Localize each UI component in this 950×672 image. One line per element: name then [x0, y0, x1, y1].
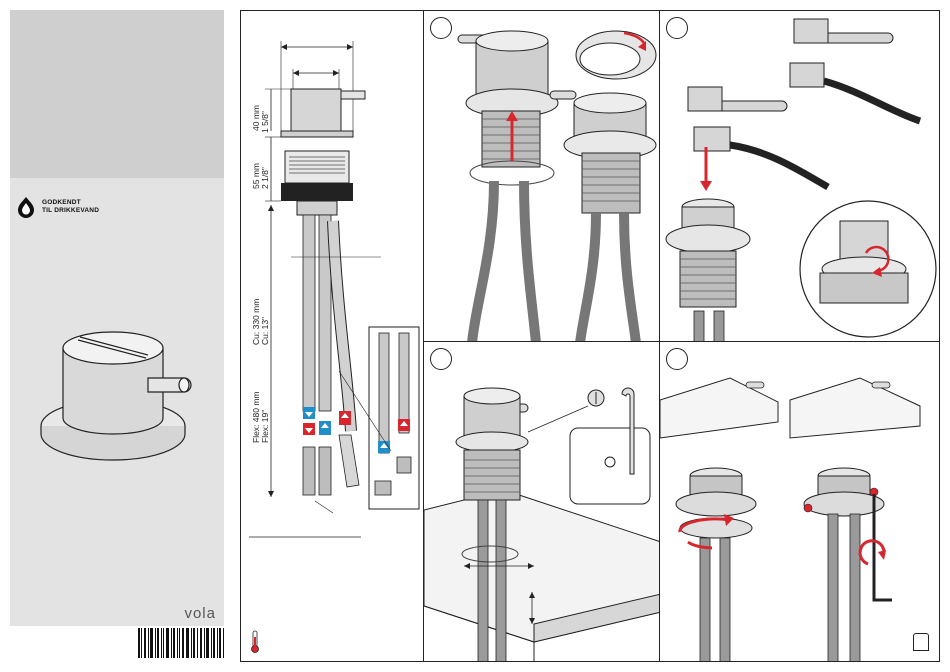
- approval-line-2: TIL DRIKKEVAND: [42, 207, 99, 215]
- brand-logo: vola: [184, 605, 216, 622]
- thread-height-inch: 2 1/8": [260, 167, 270, 189]
- approval-line-1: GODKENDT: [42, 199, 99, 207]
- cover-column: GODKENDT TIL DRIKKEVAND vola: [10, 10, 224, 626]
- flex-length-inch: Flex: 19": [260, 410, 270, 443]
- step-3-number-circle: [430, 348, 452, 370]
- water-drop-logo-icon: [16, 196, 36, 218]
- copper-length-inch: Cu: 13": [260, 317, 270, 345]
- barcode: [138, 628, 224, 658]
- step-3-panel: [423, 341, 660, 662]
- step-4-number-circle: [666, 348, 688, 370]
- step-1-number-circle: [430, 17, 452, 39]
- step-2-number-circle: [666, 17, 688, 39]
- step-1-illustration: [424, 11, 660, 342]
- drinking-water-approval: GODKENDT TIL DRIKKEVAND: [16, 196, 99, 218]
- cover-header-block: [10, 10, 224, 178]
- dimensions-drawing: 40 mm 1 5/8" 55 mm 2 1/8" Cu: 330 mm Cu:…: [241, 11, 424, 662]
- step-1-panel: [423, 10, 660, 342]
- step-2-panel: [659, 10, 940, 342]
- step-2-illustration: [660, 11, 940, 342]
- step-4-panel: [659, 341, 940, 662]
- step-3-illustration: [424, 342, 660, 662]
- head-height-inch: 1 5/8": [260, 111, 270, 133]
- mixer-product-illustration: [38, 328, 198, 462]
- dimensions-panel: 40 mm 1 5/8" 55 mm 2 1/8" Cu: 330 mm Cu:…: [240, 10, 424, 662]
- step-4-illustration: [660, 342, 940, 662]
- thermometer-icon: [252, 631, 259, 653]
- page-corner-tab: [913, 633, 929, 651]
